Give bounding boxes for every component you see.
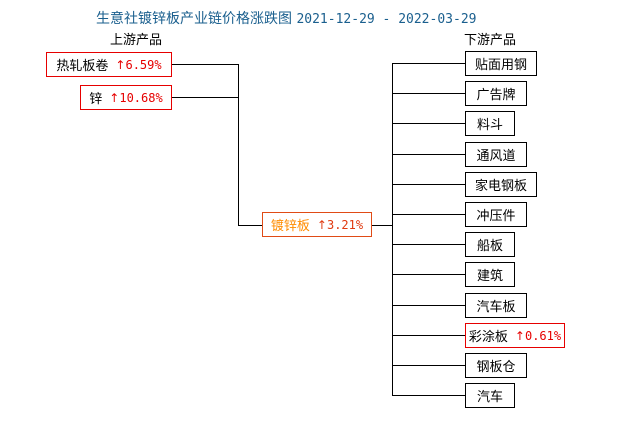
price-change-value: ↑6.59% xyxy=(115,57,162,72)
product-name: 建筑 xyxy=(476,269,503,284)
downstream-column-header: 下游产品 xyxy=(464,33,517,48)
downstream-product-node[interactable]: 钢板仓 xyxy=(465,353,527,378)
product-name: 热轧板卷 xyxy=(56,59,109,74)
downstream-product-node[interactable]: 彩涂板 ↑0.61% xyxy=(465,323,565,348)
center-product-node[interactable]: 镀锌板 ↑3.21% xyxy=(262,212,372,237)
downstream-product-node[interactable]: 贴面用钢 xyxy=(465,51,537,76)
product-name: 汽车 xyxy=(476,390,503,405)
downstream-product-node[interactable]: 家电钢板 xyxy=(465,172,537,197)
connector-line-vertical xyxy=(392,63,393,395)
price-change-value: ↑0.61% xyxy=(514,328,562,343)
downstream-product-node[interactable]: 汽车 xyxy=(465,383,515,408)
connector-line-horizontal xyxy=(392,123,465,124)
connector-line-horizontal xyxy=(238,224,262,226)
downstream-product-node[interactable]: 冲压件 xyxy=(465,202,527,227)
downstream-product-node[interactable]: 船板 xyxy=(465,232,515,257)
product-name: 贴面用钢 xyxy=(474,58,527,73)
product-name: 通风道 xyxy=(476,149,516,164)
price-change-value: ↑3.21% xyxy=(316,217,364,232)
upstream-product-node[interactable]: 热轧板卷 ↑6.59% xyxy=(46,52,172,77)
downstream-product-node[interactable]: 料斗 xyxy=(465,111,515,136)
arrow-up-icon: ↑ xyxy=(514,328,525,343)
page-title: 生意社镀锌板产业链价格涨跌图 2021-12-29 - 2022-03-29 xyxy=(96,8,476,28)
downstream-product-node[interactable]: 建筑 xyxy=(465,262,515,287)
product-name: 广告牌 xyxy=(476,88,516,103)
arrow-up-icon: ↑ xyxy=(316,217,327,232)
connector-line-horizontal xyxy=(392,335,465,336)
connector-line-horizontal xyxy=(392,274,465,275)
price-change-value: ↑10.68% xyxy=(109,90,163,105)
connector-line-horizontal xyxy=(392,63,465,64)
product-name: 镀锌板 xyxy=(270,219,310,234)
product-name: 冲压件 xyxy=(476,209,516,224)
connector-line-horizontal xyxy=(392,154,465,155)
product-name: 船板 xyxy=(476,239,503,254)
connector-line-horizontal xyxy=(392,214,465,215)
connector-line-horizontal xyxy=(172,64,238,65)
connector-line-horizontal xyxy=(172,97,238,98)
downstream-product-node[interactable]: 通风道 xyxy=(465,142,527,167)
product-name: 汽车板 xyxy=(476,300,516,315)
upstream-product-node[interactable]: 锌 ↑10.68% xyxy=(80,85,172,110)
product-name: 钢板仓 xyxy=(476,360,516,375)
connector-line-horizontal xyxy=(392,365,465,366)
connector-line-horizontal xyxy=(392,93,465,94)
arrow-up-icon: ↑ xyxy=(109,90,120,105)
connector-line-horizontal xyxy=(392,184,465,185)
product-name: 彩涂板 xyxy=(468,330,508,345)
date-range: 2021-12-29 - 2022-03-29 xyxy=(296,12,477,27)
product-name: 家电钢板 xyxy=(474,179,527,194)
product-name: 锌 xyxy=(89,92,103,107)
downstream-product-node[interactable]: 广告牌 xyxy=(465,81,527,106)
connector-line-horizontal xyxy=(392,244,465,245)
connector-line-horizontal xyxy=(392,395,465,396)
connector-line-horizontal xyxy=(372,224,392,226)
arrow-up-icon: ↑ xyxy=(115,57,126,72)
title-text: 生意社镀锌板产业链价格涨跌图 xyxy=(96,11,292,27)
product-name: 料斗 xyxy=(476,118,503,133)
connector-line-vertical xyxy=(238,64,239,225)
connector-line-horizontal xyxy=(392,305,465,306)
downstream-product-node[interactable]: 汽车板 xyxy=(465,293,527,318)
upstream-column-header: 上游产品 xyxy=(110,33,163,48)
